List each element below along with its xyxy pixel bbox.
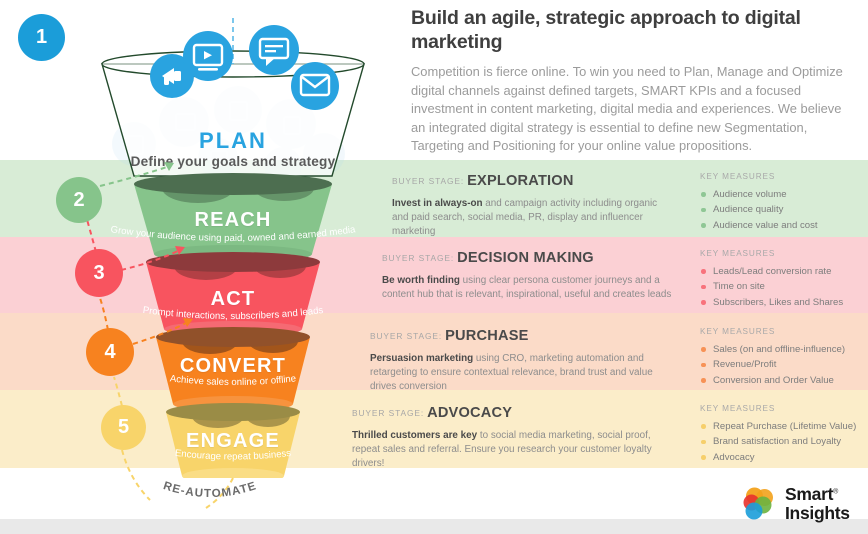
buyer-stage-value-act: DECISION MAKING <box>457 249 594 266</box>
buyer-stage-engage: BUYER STAGE:ADVOCACY <box>352 404 670 422</box>
funnel-graphic: PLAN Define your goals and strategy REAC… <box>88 18 378 478</box>
stage-info-convert: BUYER STAGE:PURCHASE Persuasion marketin… <box>370 327 670 395</box>
key-measures-title-reach: KEY MEASURES <box>700 172 776 181</box>
logo-line-2: Insights <box>785 502 850 523</box>
stage-desc-engage: Thrilled customers are key to social med… <box>352 429 670 472</box>
header: Build an agile, strategic approach to di… <box>411 6 856 156</box>
key-measures-list-reach: Audience volume Audience quality Audienc… <box>700 187 868 233</box>
stage-caption-convert-text: Achieve sales online or offline <box>169 373 296 388</box>
buyer-stage-label-reach: BUYER STAGE: <box>392 175 465 186</box>
stage-desc-engage-rest: to social media marketing, social proof,… <box>352 430 652 470</box>
key-measures-title-convert: KEY MEASURES <box>700 327 776 336</box>
list-item: Brand satisfaction and Loyalty <box>700 434 868 449</box>
footer-strip <box>0 519 868 534</box>
page-title: Build an agile, strategic approach to di… <box>411 7 801 53</box>
stage-desc-act-bold: Be worth finding <box>382 275 460 286</box>
key-measures-list-engage: Repeat Purchase (Lifetime Value) Brand s… <box>700 419 868 465</box>
list-item: Audience value and cost <box>700 218 868 233</box>
stage-info-act: BUYER STAGE:DECISION MAKING Be worth fin… <box>382 249 672 302</box>
key-measures-list-act: Leads/Lead conversion rate Time on site … <box>700 264 868 310</box>
icon-envelope <box>291 62 339 110</box>
svg-text:RE-AUTOMATE: RE-AUTOMATE <box>162 479 259 500</box>
funnel-segment-engage <box>166 403 300 478</box>
stage-caption-engage-text: Encourage repeat business <box>174 448 292 463</box>
buyer-stage-convert: BUYER STAGE:PURCHASE <box>370 327 670 345</box>
stage-info-engage: BUYER STAGE:ADVOCACY Thrilled customers … <box>352 404 670 472</box>
stage-desc-engage-bold: Thrilled customers are key <box>352 430 478 441</box>
header-description: Competition is fierce online. To win you… <box>411 64 843 154</box>
stage-desc-act-rest: using clear persona customer journeys an… <box>382 275 672 301</box>
step-circle-2[interactable]: 2 <box>56 177 102 223</box>
stage-desc-reach-bold: Invest in always-on <box>392 198 483 209</box>
list-item: Time on site <box>700 279 868 294</box>
stage-desc-convert: Persuasion marketing using CRO, marketin… <box>370 352 670 395</box>
svg-text:Achieve sales online or offlin: Achieve sales online or offline <box>169 373 296 388</box>
step-circle-1[interactable]: 1 <box>18 14 65 61</box>
buyer-stage-value-reach: EXPLORATION <box>467 172 574 189</box>
stage-desc-act: Be worth finding using clear persona cus… <box>382 274 672 302</box>
buyer-stage-label-convert: BUYER STAGE: <box>370 330 443 341</box>
svg-text:Grow your audience using paid,: Grow your audience using paid, owned and… <box>110 224 357 244</box>
stage-caption-act-text: Prompt interactions, subscribers and lea… <box>142 305 324 322</box>
buyer-stage-reach: BUYER STAGE:EXPLORATION <box>392 172 672 190</box>
re-automate-text: RE-AUTOMATE <box>162 479 258 500</box>
stage-caption-engage: Encourage repeat business <box>88 448 378 478</box>
list-item: Audience quality <box>700 202 868 217</box>
key-measures-convert: KEY MEASURES Sales (on and offline-influ… <box>700 327 868 388</box>
logo-line-1: Smart <box>785 483 834 504</box>
stage-info-reach: BUYER STAGE:EXPLORATION Invest in always… <box>392 172 672 240</box>
list-item: Advocacy <box>700 450 868 465</box>
buyer-stage-act: BUYER STAGE:DECISION MAKING <box>382 249 672 267</box>
list-item: Audience volume <box>700 187 868 202</box>
icon-megaphone <box>150 54 194 98</box>
list-item: Revenue/Profit <box>700 357 868 372</box>
stage-desc-convert-rest: using CRO, marketing automation and reta… <box>370 353 653 393</box>
stage-desc-reach: Invest in always-on and campaign activit… <box>392 197 672 240</box>
svg-text:Prompt interactions, subscribe: Prompt interactions, subscribers and lea… <box>142 305 324 322</box>
stage-caption-act: Prompt interactions, subscribers and lea… <box>88 305 378 335</box>
step-circle-5[interactable]: 5 <box>101 405 146 450</box>
stage-desc-reach-rest: and campaign activity including organic … <box>392 198 658 238</box>
list-item: Subscribers, Likes and Shares <box>700 295 868 310</box>
buyer-stage-value-convert: PURCHASE <box>445 327 529 344</box>
icon-video <box>183 31 233 81</box>
registered-mark-icon: ® <box>833 488 839 496</box>
logo-mark <box>743 487 773 520</box>
buyer-stage-label-act: BUYER STAGE: <box>382 252 455 263</box>
list-item: Conversion and Order Value <box>700 373 868 388</box>
smart-insights-logo[interactable]: Smart® Insights <box>740 482 858 526</box>
buyer-stage-value-engage: ADVOCACY <box>427 404 513 421</box>
stage-caption-convert: Achieve sales online or offline <box>88 373 378 403</box>
stage-caption-reach: Grow your audience using paid, owned and… <box>88 224 378 256</box>
stage-caption-reach-text: Grow your audience using paid, owned and… <box>110 224 357 244</box>
key-measures-title-engage: KEY MEASURES <box>700 404 776 413</box>
funnel-segment-act <box>146 252 320 337</box>
list-item: Repeat Purchase (Lifetime Value) <box>700 419 868 434</box>
key-measures-act: KEY MEASURES Leads/Lead conversion rate … <box>700 249 868 310</box>
stage-desc-convert-bold: Persuasion marketing <box>370 353 474 364</box>
re-automate-label: RE-AUTOMATE <box>90 455 330 525</box>
buyer-stage-label-engage: BUYER STAGE: <box>352 407 425 418</box>
key-measures-title-act: KEY MEASURES <box>700 249 776 258</box>
key-measures-engage: KEY MEASURES Repeat Purchase (Lifetime V… <box>700 404 868 465</box>
logo-text: Smart® Insights <box>785 483 850 523</box>
svg-text:Encourage repeat business: Encourage repeat business <box>174 448 292 463</box>
key-measures-reach: KEY MEASURES Audience volume Audience qu… <box>700 172 868 233</box>
list-item: Sales (on and offline-influence) <box>700 342 868 357</box>
list-item: Leads/Lead conversion rate <box>700 264 868 279</box>
step-circle-3[interactable]: 3 <box>75 249 123 297</box>
icon-speech-bubble <box>249 25 299 75</box>
step-circle-4[interactable]: 4 <box>86 328 134 376</box>
key-measures-list-convert: Sales (on and offline-influence) Revenue… <box>700 342 868 388</box>
